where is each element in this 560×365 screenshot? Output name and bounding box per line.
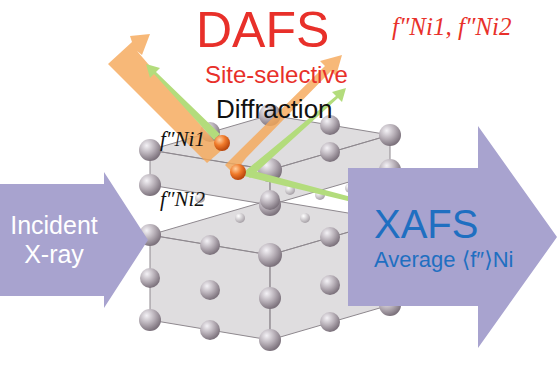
xafs-arrow: XAFSAverage ⟨f″⟩Ni bbox=[348, 126, 557, 348]
arrow-outline bbox=[0, 172, 148, 308]
text-holder: Incident X-ray bbox=[4, 211, 104, 269]
arrow-outline bbox=[348, 126, 557, 348]
ni1-factor-label: f″Ni1 bbox=[160, 128, 205, 150]
node-title: Incident X-ray bbox=[4, 211, 104, 269]
site-factor-pair: f″Ni1, f″Ni2 bbox=[392, 14, 511, 40]
text-holder: XAFSAverage ⟨f″⟩Ni bbox=[374, 201, 554, 272]
node-title: XAFS bbox=[374, 201, 554, 247]
diffraction-label: Diffraction bbox=[216, 96, 333, 123]
dafs-title: DAFS bbox=[196, 4, 329, 57]
ni2-factor-label: f″Ni2 bbox=[160, 188, 205, 210]
node-subtitle: Average ⟨f″⟩Ni bbox=[374, 247, 554, 272]
incident-xray-arrow: Incident X-ray bbox=[0, 172, 148, 308]
site-selective-label: Site-selective bbox=[205, 62, 348, 87]
